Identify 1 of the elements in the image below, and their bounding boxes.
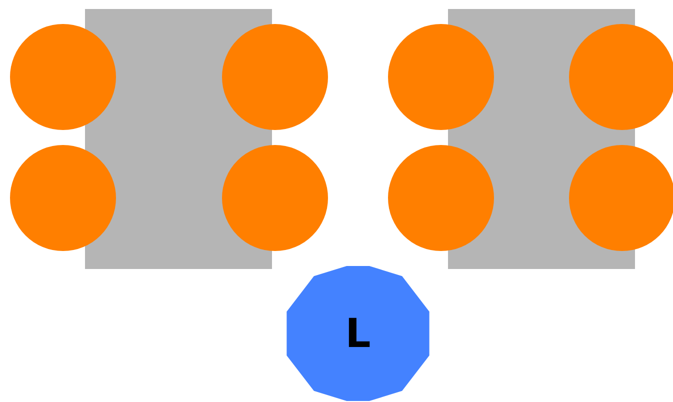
node-label: L — [345, 314, 371, 354]
